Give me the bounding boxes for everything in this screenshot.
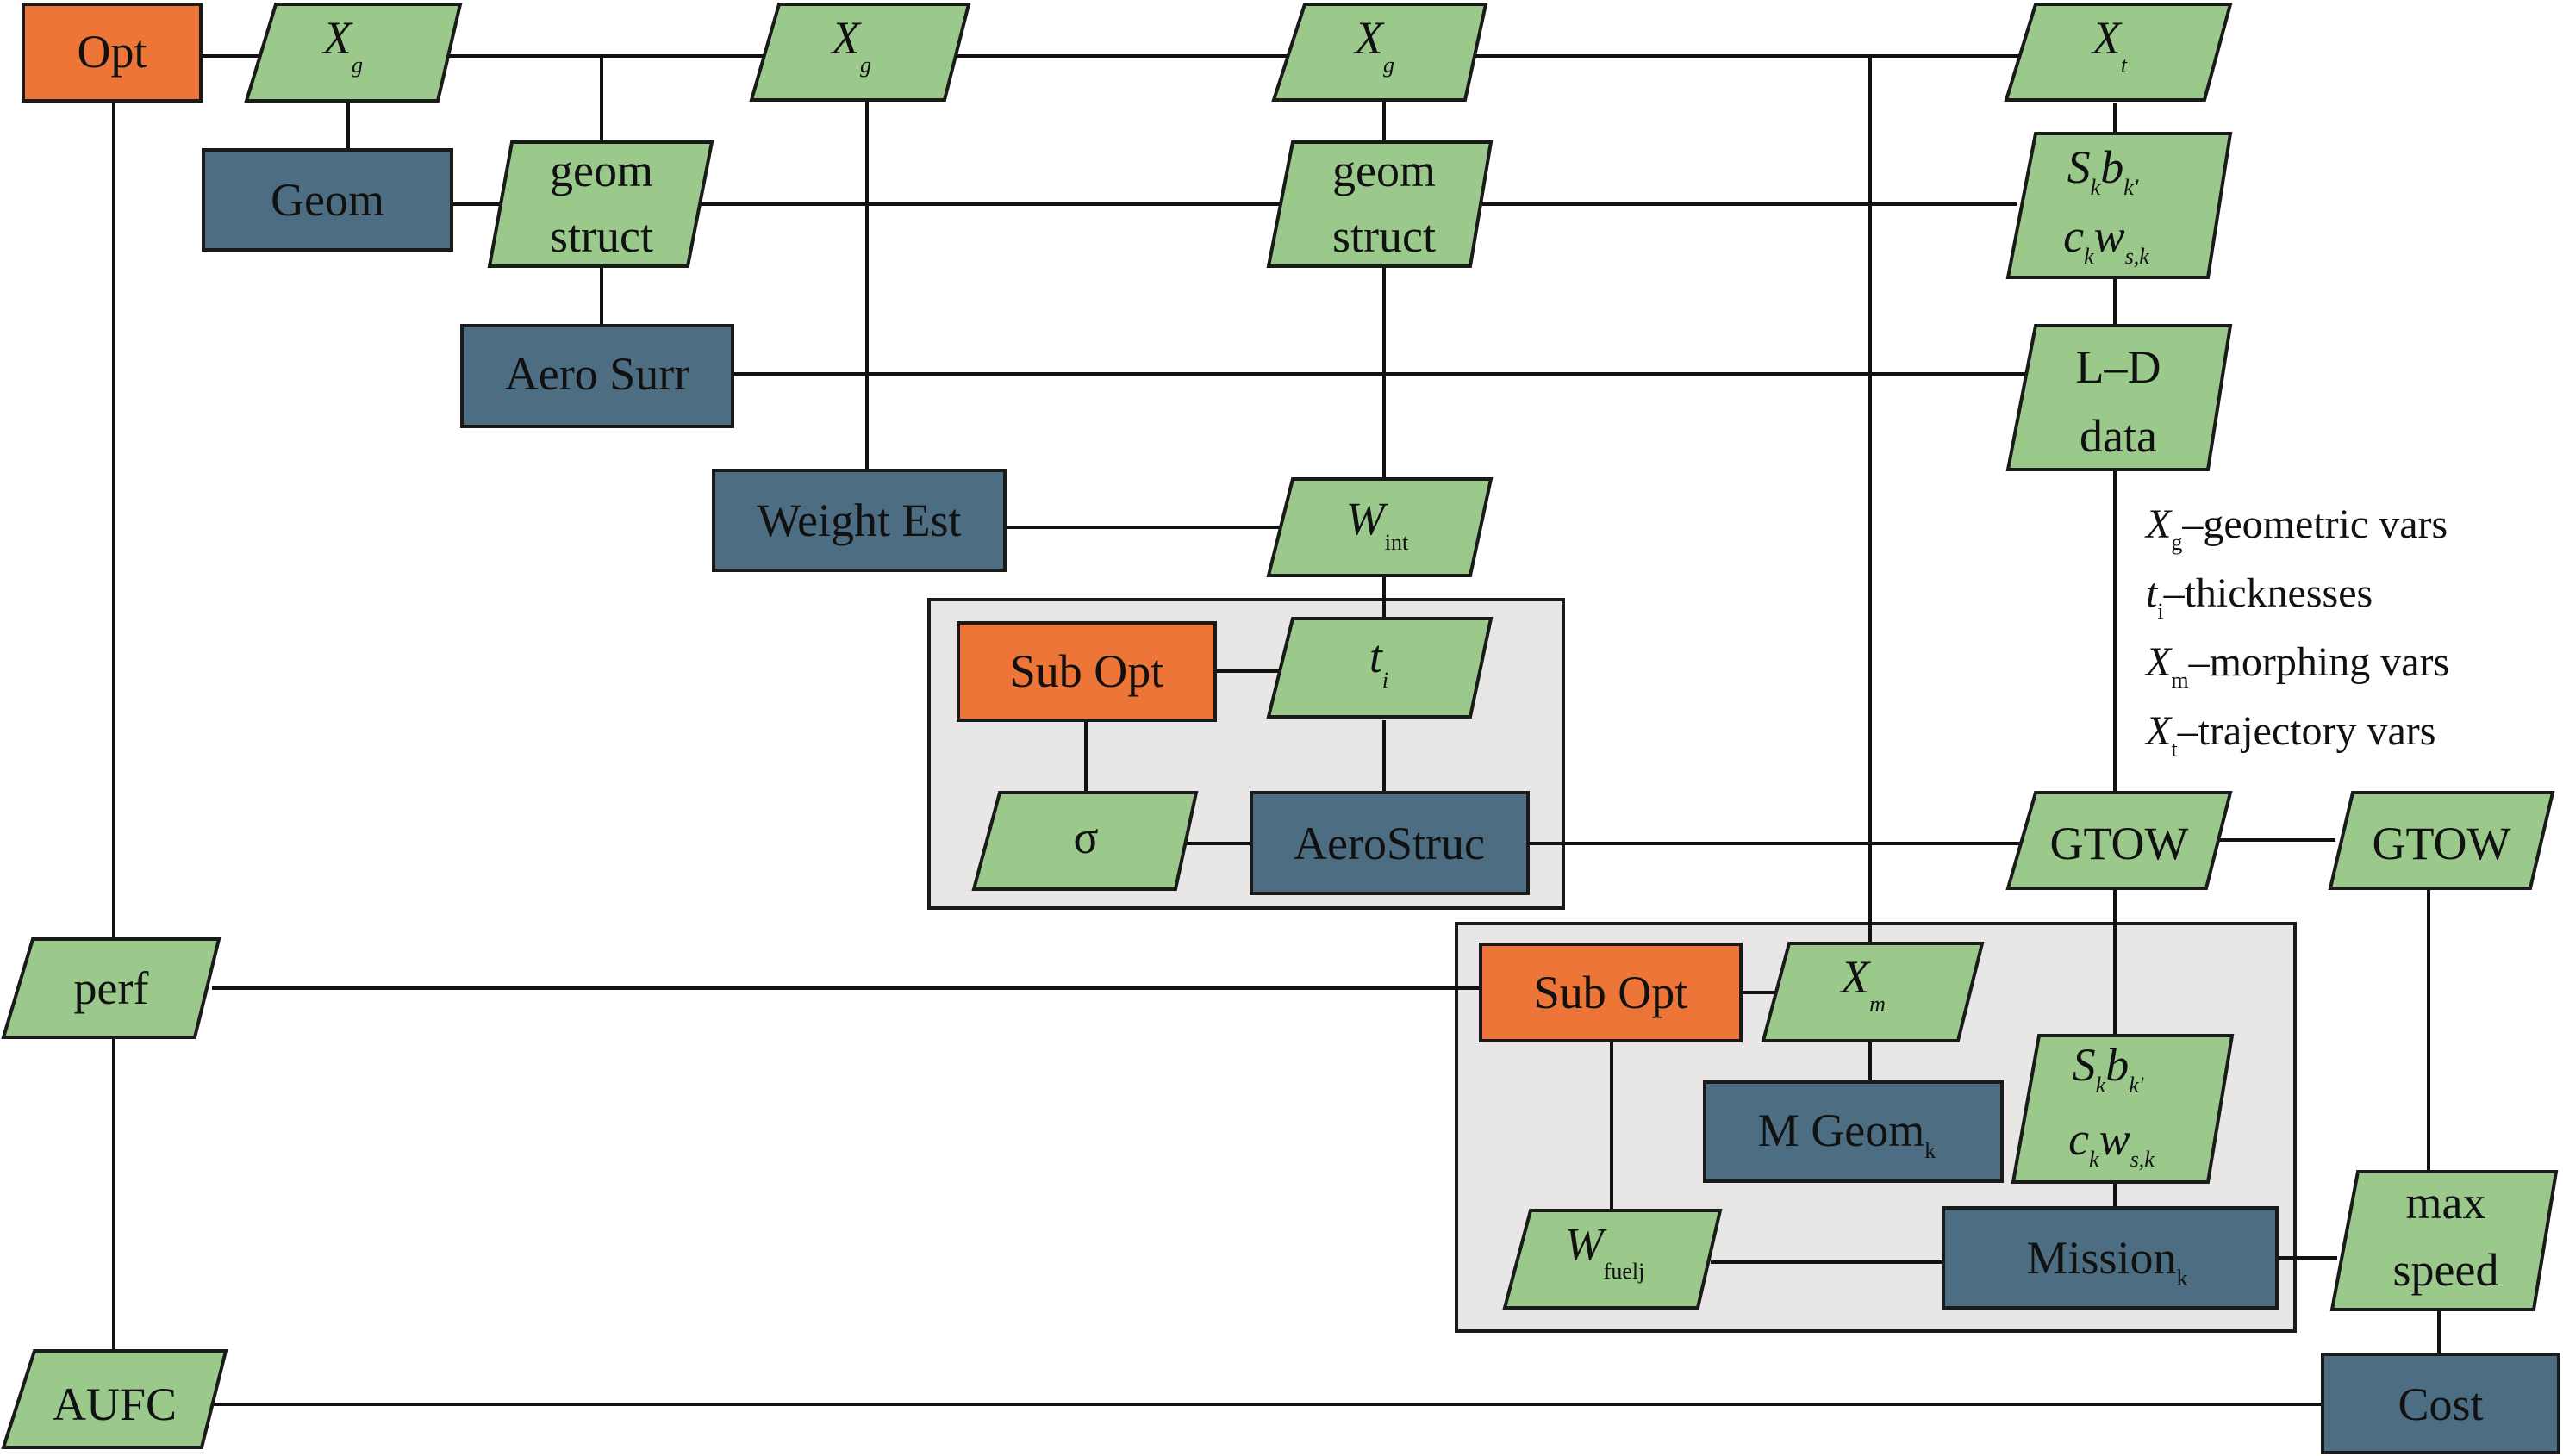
ld-data-block: L–D data (2005, 324, 2233, 471)
gtow-1-label: GTOW (2050, 818, 2189, 869)
x-m-block: Xm (1761, 942, 1985, 1042)
sigma-label: σ (1073, 812, 1098, 863)
ld-data-line1: L–D (2076, 341, 2161, 393)
aerostruc-block: AeroStruc (1250, 791, 1530, 895)
perf-label: perf (74, 962, 149, 1014)
gtow-1-block: GTOW (2005, 791, 2233, 890)
sub-opt-1-block: Sub Opt (957, 621, 1217, 722)
opt-block: Opt (22, 3, 203, 103)
xg-2-block: Xg (749, 3, 971, 102)
geom-struct-2-line1: geom (1332, 145, 1436, 196)
t-i-label: ti (1369, 631, 1388, 693)
legend: Xg–geometric vars ti–thicknesses Xm–morp… (2144, 501, 2449, 762)
geom-struct-1-block: geom struct (487, 140, 714, 268)
sigma-block: σ (971, 791, 1199, 891)
legend-item-thicknesses: ti–thicknesses (2146, 570, 2373, 624)
connectors (112, 54, 2441, 1406)
sb-bottom-line1: Skbk' (2073, 1039, 2144, 1098)
sb-top-line1: Skbk' (2067, 141, 2139, 200)
sb-bottom-block: Skbk' ckws,k (2011, 1034, 2235, 1184)
perf-block: perf (1, 937, 221, 1039)
cost-block: Cost (2321, 1353, 2560, 1454)
sb-bottom-line2: ckws,k (2068, 1113, 2155, 1172)
xg-1-label: Xg (321, 12, 363, 78)
gtow-2-block: GTOW (2328, 791, 2555, 890)
w-int-block: Wint (1266, 477, 1494, 577)
geom-struct-1-line2: struct (550, 210, 653, 262)
max-speed-line1: max (2406, 1177, 2486, 1229)
xt-block: Xt (2004, 2, 2233, 102)
weight-est-block: Weight Est (712, 469, 1007, 572)
geom-struct-2-line2: struct (1332, 210, 1436, 262)
opt-label: Opt (78, 26, 147, 78)
legend-item-trajectory: Xt–trajectory vars (2144, 708, 2435, 762)
max-speed-block: max speed (2329, 1170, 2559, 1311)
gtow-2-label: GTOW (2373, 818, 2511, 869)
geom-block: Geom (202, 148, 453, 252)
x-m-label: Xm (1839, 951, 1886, 1017)
sub-opt-2-label: Sub Opt (1534, 967, 1688, 1018)
xg-3-label: Xg (1353, 12, 1394, 78)
aufc-block: AUFC (1, 1349, 228, 1449)
mission-block: Missionk (1942, 1206, 2279, 1310)
cost-label: Cost (2398, 1378, 2483, 1430)
aero-surr-block: Aero Surr (460, 324, 734, 428)
legend-item-morphing: Xm–morphing vars (2144, 639, 2449, 693)
xg-3-block: Xg (1271, 2, 1488, 102)
geom-struct-1-line1: geom (550, 145, 653, 196)
m-geom-block: M Geomk (1703, 1080, 2004, 1183)
weight-est-label: Weight Est (757, 495, 961, 546)
max-speed-line2: speed (2393, 1244, 2499, 1296)
m-geom-label: M Geomk (1758, 1104, 1936, 1163)
aufc-label: AUFC (53, 1378, 177, 1430)
legend-item-geometric: Xg–geometric vars (2144, 501, 2448, 555)
geom-label: Geom (271, 174, 384, 226)
aero-surr-label: Aero Surr (505, 348, 689, 400)
aerostruc-label: AeroStruc (1294, 818, 1485, 869)
xt-label: Xt (2091, 12, 2128, 78)
xg-2-label: Xg (830, 12, 871, 78)
geom-struct-2-block: geom struct (1266, 140, 1494, 268)
w-int-label: Wint (1346, 493, 1409, 555)
sub-opt-1-label: Sub Opt (1010, 645, 1164, 697)
w-fuel-label: Wfuelj (1565, 1218, 1645, 1284)
sb-top-block: Skbk' ckws,k (2005, 132, 2233, 279)
sb-top-line2: ckws,k (2063, 210, 2149, 269)
sub-opt-2-block: Sub Opt (1479, 943, 1743, 1042)
w-fuel-block: Wfuelj (1502, 1209, 1723, 1310)
mission-label: Missionk (2026, 1232, 2187, 1291)
xg-1-block: Xg (244, 2, 463, 103)
ld-data-line2: data (2080, 410, 2157, 462)
t-i-block: ti (1266, 617, 1494, 719)
